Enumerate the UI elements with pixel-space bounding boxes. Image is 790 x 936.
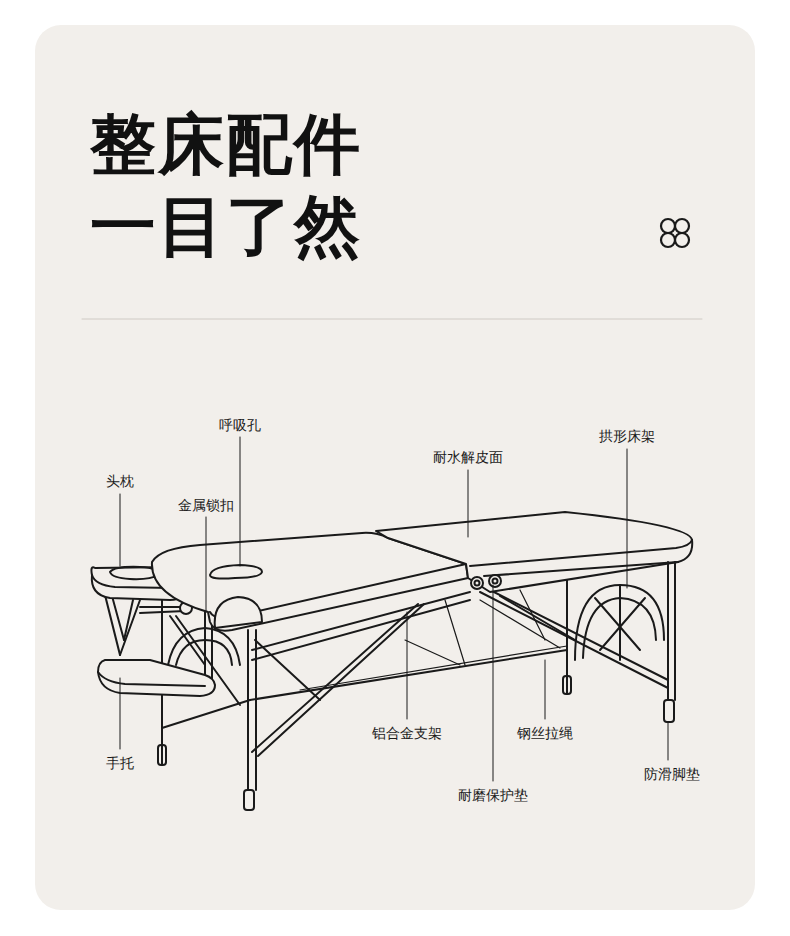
part-label: 铝合金支架 <box>370 724 444 742</box>
part-label: 金属锁扣 <box>176 496 236 514</box>
part-label: 呼吸孔 <box>217 416 263 434</box>
part-label: 耐水解皮面 <box>431 448 505 466</box>
part-label: 钢丝拉绳 <box>515 724 575 742</box>
part-label: 手托 <box>104 754 136 772</box>
part-label: 耐磨保护垫 <box>456 786 530 804</box>
part-label: 头枕 <box>104 472 136 490</box>
part-label: 拱形床架 <box>597 427 657 445</box>
page-title: 整床配件 一目了然 <box>90 104 380 268</box>
part-label: 防滑脚垫 <box>642 765 702 783</box>
